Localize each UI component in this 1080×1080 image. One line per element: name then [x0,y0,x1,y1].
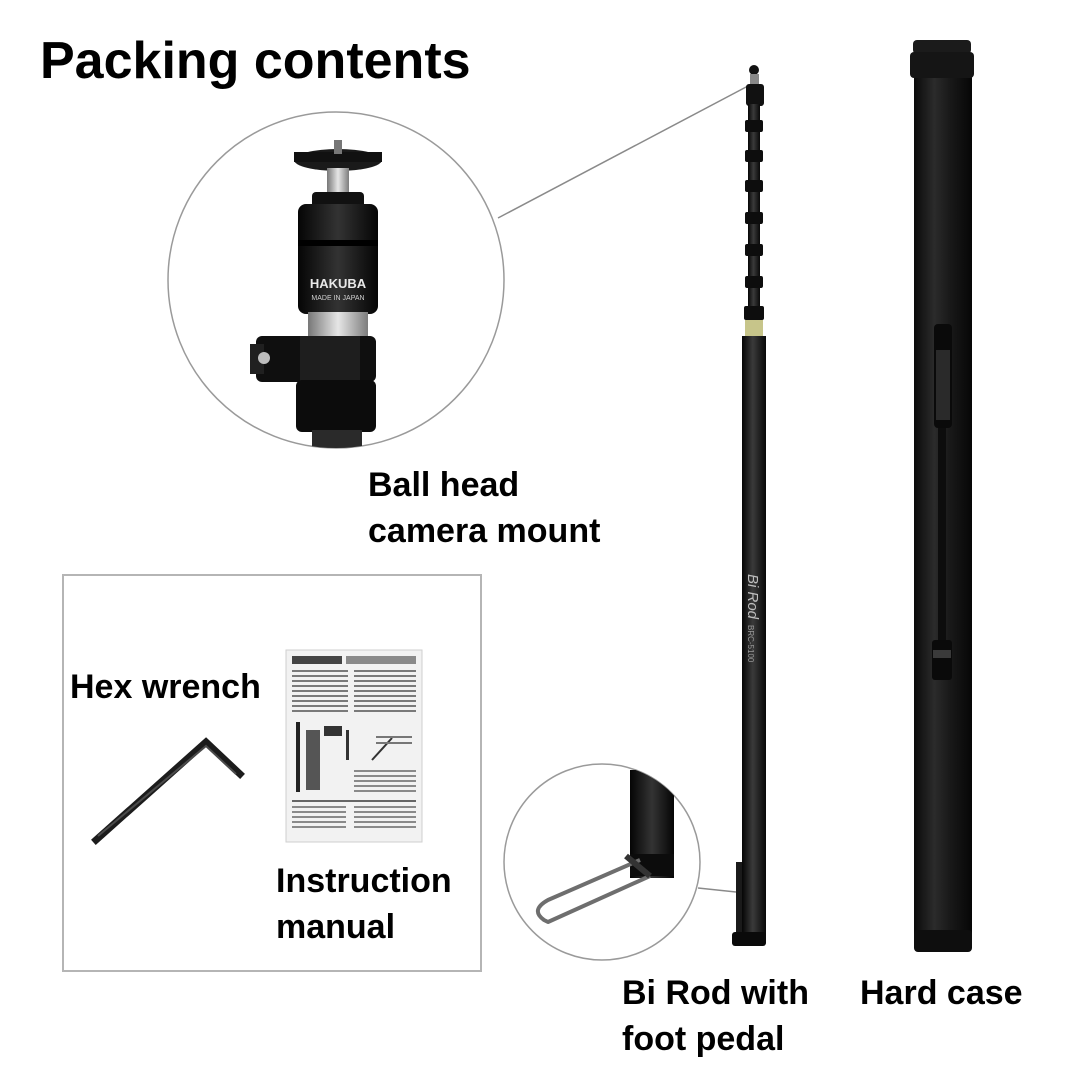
instruction-manual-label-line1: Instruction [276,862,452,900]
bi-rod-pole: Bi Rod BRC-5100 [732,65,766,946]
instruction-manual-label-line2: manual [276,908,396,946]
bi-rod-label-line2: foot pedal [622,1020,785,1058]
hex-wrench-illustration [91,737,245,845]
bi-rod-label: Bi Rod with foot pedal [622,970,809,1062]
hex-wrench-label: Hex wrench [70,668,261,706]
bi-rod-label-line1: Bi Rod with [622,974,809,1012]
instruction-manual-illustration [285,649,423,843]
hard-case-tube [910,40,974,952]
ball-head-label-line2: camera mount [368,512,601,550]
page-title: Packing contents [40,32,471,90]
foot-pedal-callout-line [697,887,737,893]
ball-head-label-line1: Ball head [368,466,520,504]
svg-text:MADE IN JAPAN: MADE IN JAPAN [311,295,364,302]
hard-case-label: Hard case [860,974,1023,1012]
instruction-manual-label: Instruction manual [276,858,452,950]
foot-pedal-magnified-view [503,763,701,961]
svg-text:BRC-5100: BRC-5100 [746,625,755,663]
ball-head-label: Ball head camera mount [368,462,600,554]
ball-head-magnified-view: HAKUBA MADE IN JAPAN [167,111,505,449]
ball-head-callout-line [497,85,749,219]
svg-text:Bi Rod: Bi Rod [744,574,761,620]
svg-text:HAKUBA: HAKUBA [310,276,367,291]
